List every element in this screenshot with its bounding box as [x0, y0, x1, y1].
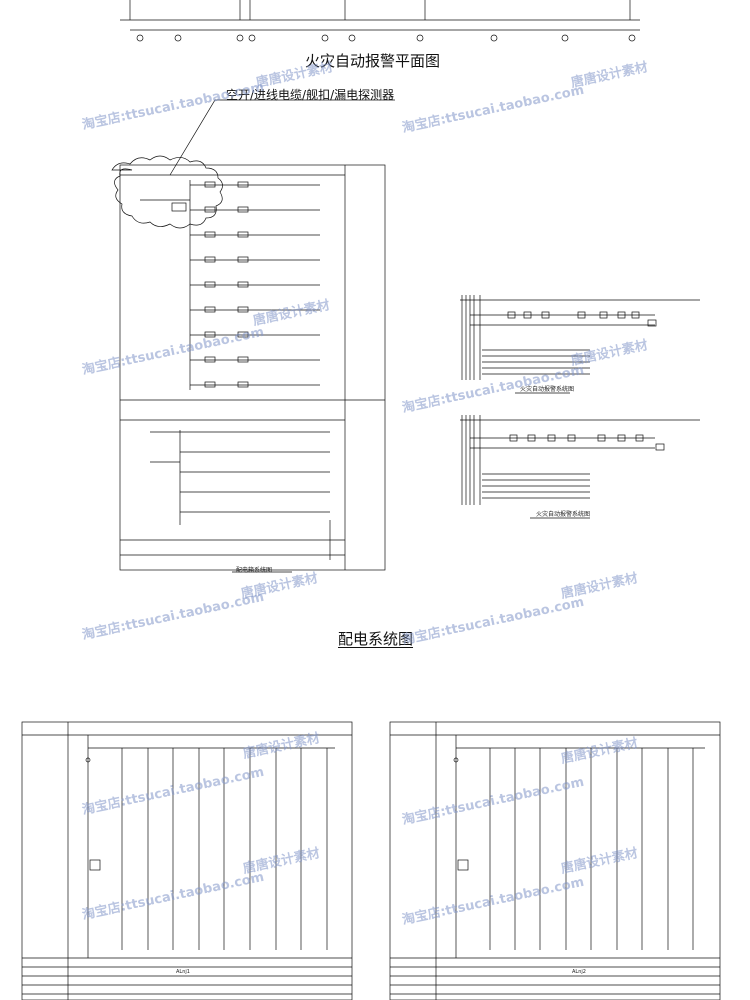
panel-right-label: ALnj2	[572, 969, 586, 975]
fire-diagram-2-caption: 火灾自动报警系统图	[536, 511, 591, 518]
fire-alarm-plan-title: 火灾自动报警平面图	[305, 52, 441, 70]
panel-left-label: ALnj1	[176, 969, 190, 975]
callout-label: 空开/进线电缆/舰扣/漏电探测器	[226, 88, 395, 102]
fire-diagram-1-caption: 火灾自动报警系统图	[520, 386, 575, 393]
power-system-title: 配电系统图	[338, 630, 414, 648]
distribution-caption: 配电箱系统图	[236, 567, 273, 574]
